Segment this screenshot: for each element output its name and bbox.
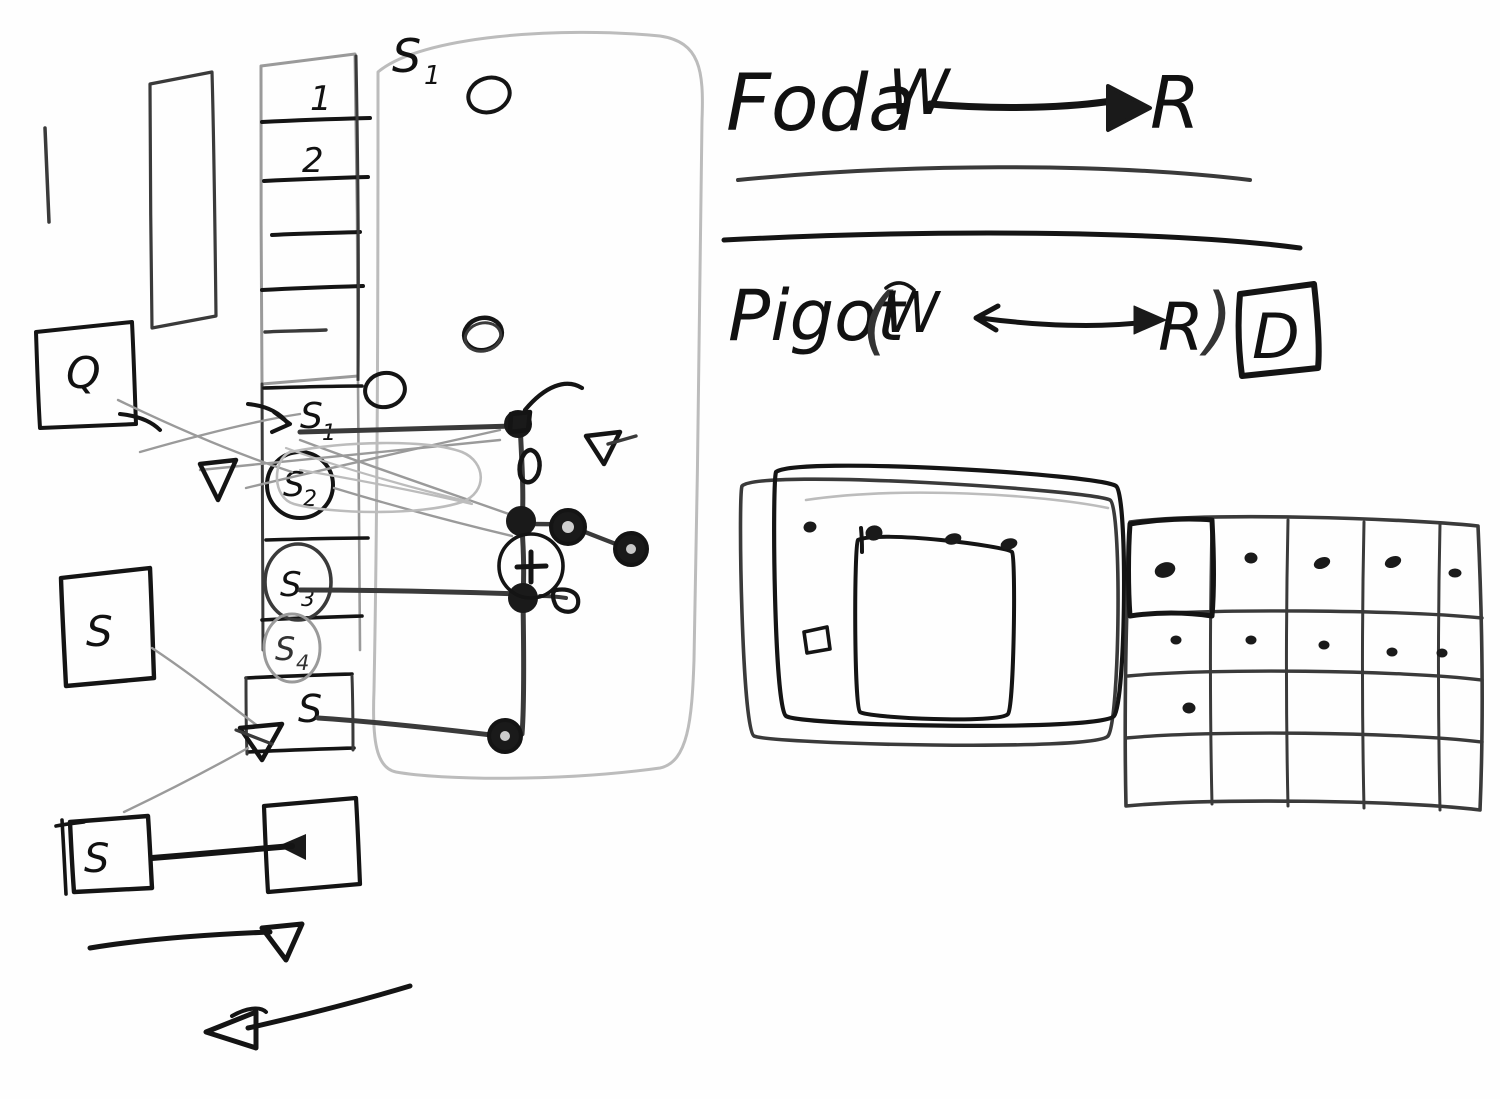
arrowhead-7: [246, 402, 292, 434]
state-node-s3-label: S: [280, 565, 302, 605]
arrowhead-2: [583, 429, 638, 467]
header-S: S: [392, 29, 421, 83]
state-node-s5-label: S: [298, 687, 322, 731]
state-node-s4: S 4: [262, 612, 322, 684]
tall-rectangle: [148, 70, 218, 330]
circle-mark-mid: [461, 315, 505, 353]
box-s-bottom: S: [54, 813, 155, 896]
box-s-mid-label: S: [86, 607, 113, 656]
note-line-2-open-paren: (: [862, 278, 894, 364]
arrowhead-6: [234, 721, 285, 763]
arrowhead-4: [522, 381, 585, 413]
note-separator-1: [736, 165, 1252, 182]
grid-highlighted-cell: [1126, 516, 1216, 619]
note-separator-2: [721, 230, 1303, 251]
circle-mark-top: [466, 75, 512, 115]
circle-mark-low: [363, 370, 407, 410]
state-node-s4-sub: 4: [296, 651, 309, 675]
bottom-arrow-1: [87, 921, 305, 963]
device-panel-small-square: [802, 625, 832, 655]
row-table: 1 2: [244, 52, 372, 756]
note-line-2-lhs: W: [884, 281, 942, 346]
device-panel: [738, 463, 1127, 748]
state-node-s3: S 3: [263, 542, 333, 622]
grid-panel: [1123, 514, 1484, 812]
box-q-label: Q: [66, 348, 101, 399]
note-line-1: Foda W R: [726, 56, 1200, 149]
plus-node: +: [497, 532, 565, 600]
boxed-d: D: [1235, 281, 1322, 379]
header-S-sub: 1: [424, 61, 441, 91]
bottom-arrow-2: [203, 983, 413, 1051]
arrowhead-1: [517, 447, 542, 485]
graph-node-n4: [613, 531, 649, 567]
note-line-2: Pigot ( W R ) D: [728, 275, 1322, 379]
note-line-2-close-paren: ): [1199, 278, 1233, 364]
grid-dots-row-2: [1170, 635, 1448, 658]
graph-node-n1: [504, 409, 533, 438]
note-line-1-rhs: R: [1150, 61, 1200, 145]
grid-dots-row-1: [1154, 552, 1462, 578]
state-node-s1: S 1: [300, 396, 336, 446]
device-panel-dots: [803, 521, 1018, 550]
note-line-2-prefix: Pigot: [728, 275, 907, 357]
stray-tick-mark: [43, 126, 51, 224]
graph-node-n6: [487, 718, 523, 754]
arrowhead-5: [197, 457, 239, 503]
table-header-label: S 1: [392, 29, 441, 91]
box-q: Q: [34, 320, 138, 430]
note-line-2-rhs: R: [1158, 289, 1204, 366]
state-node-s4-label: S: [275, 630, 295, 668]
pill-highlight: [275, 441, 483, 514]
graph-node-n3: [549, 508, 587, 546]
state-node-s5: S: [298, 687, 322, 731]
graph-node-n2: [506, 506, 536, 536]
row-label-1: 1: [310, 79, 332, 119]
boxed-d-label: D: [1252, 300, 1300, 373]
box-s-mid: S: [58, 565, 157, 689]
box-target-arrow: [149, 795, 363, 895]
arrowhead-8: [118, 412, 162, 432]
note-line-1-lhs: W: [888, 56, 952, 129]
arrowhead-3: [550, 587, 581, 614]
grid-dots-row-3: [1182, 702, 1196, 714]
outer-rounded-container: [372, 30, 704, 780]
state-node-s3-sub: 3: [301, 587, 315, 612]
state-node-s1-label: S: [300, 396, 323, 437]
graph-edges: [297, 421, 629, 739]
note-line-1-prefix: Foda: [726, 59, 916, 149]
row-label-2: 2: [302, 141, 324, 181]
box-s-bottom-label: S: [84, 836, 109, 882]
connector-lines: [116, 398, 522, 814]
